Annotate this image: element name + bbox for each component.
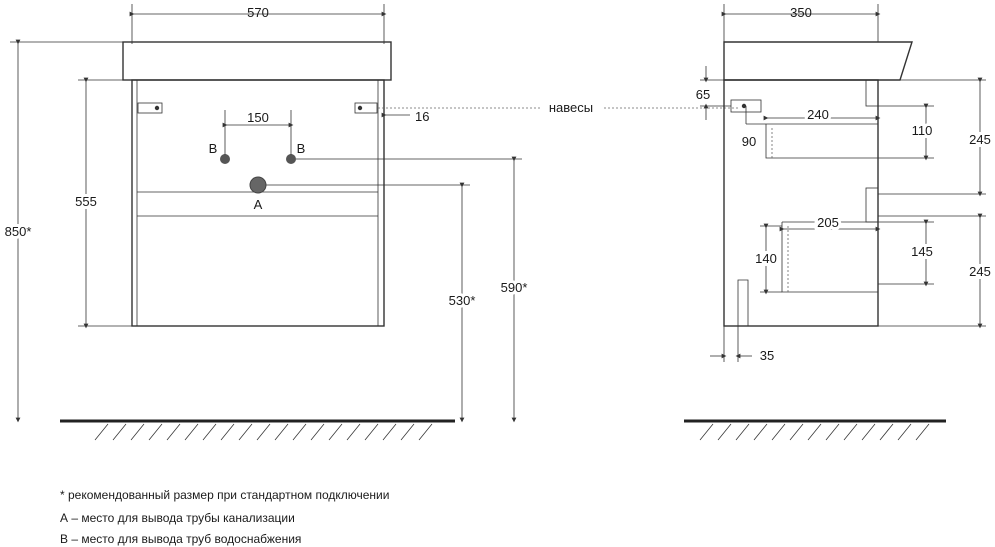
front-hinge-right xyxy=(354,102,378,114)
supply-pipe-b-right xyxy=(286,154,296,164)
note-drain: А – место для вывода трубы канализации xyxy=(60,511,295,525)
side-cabinet xyxy=(723,79,879,327)
side-floor-hatch xyxy=(699,423,930,441)
dim-110: 110 xyxy=(912,123,933,138)
dim-555: 555 xyxy=(75,194,97,209)
front-hinge-left xyxy=(137,102,163,114)
dim-35: 35 xyxy=(760,348,774,363)
label-b-left: B xyxy=(209,141,218,156)
drain-pipe-a xyxy=(249,176,267,194)
front-countertop xyxy=(122,41,392,81)
dim-145: 145 xyxy=(911,244,933,259)
dim-850: 850* xyxy=(5,224,32,239)
dim-530: 530* xyxy=(449,293,476,308)
dim-570: 570 xyxy=(247,5,269,20)
front-view: 570 150 B B A 16 555 850* 530* 590* xyxy=(2,4,530,441)
note-recommended: * рекомендованный размер при стандартном… xyxy=(60,488,389,502)
dim-65: 65 xyxy=(696,87,710,102)
dim-350: 350 xyxy=(790,5,812,20)
dim-16: 16 xyxy=(415,109,429,124)
supply-pipe-b-left xyxy=(220,154,230,164)
dim-240: 240 xyxy=(807,107,829,122)
dim-150: 150 xyxy=(247,110,269,125)
note-supply: В – место для вывода труб водоснабжения xyxy=(60,532,301,546)
hinges-callout: навесы xyxy=(378,100,740,115)
dim-590: 590* xyxy=(501,280,528,295)
notes: * рекомендованный размер при стандартном… xyxy=(60,488,389,546)
label-a: A xyxy=(254,197,263,212)
dim-205: 205 xyxy=(817,215,839,230)
dim-245-bottom: 245 xyxy=(969,264,991,279)
front-floor-hatch xyxy=(94,423,433,441)
front-cabinet xyxy=(131,79,385,327)
label-b-right: B xyxy=(297,141,306,156)
label-hinges: навесы xyxy=(549,100,593,115)
side-view: 350 65 90 240 110 245 205 140 xyxy=(684,4,994,441)
dim-140: 140 xyxy=(755,251,777,266)
dim-245-top: 245 xyxy=(969,132,991,147)
dim-90: 90 xyxy=(742,134,756,149)
side-countertop xyxy=(723,41,913,81)
